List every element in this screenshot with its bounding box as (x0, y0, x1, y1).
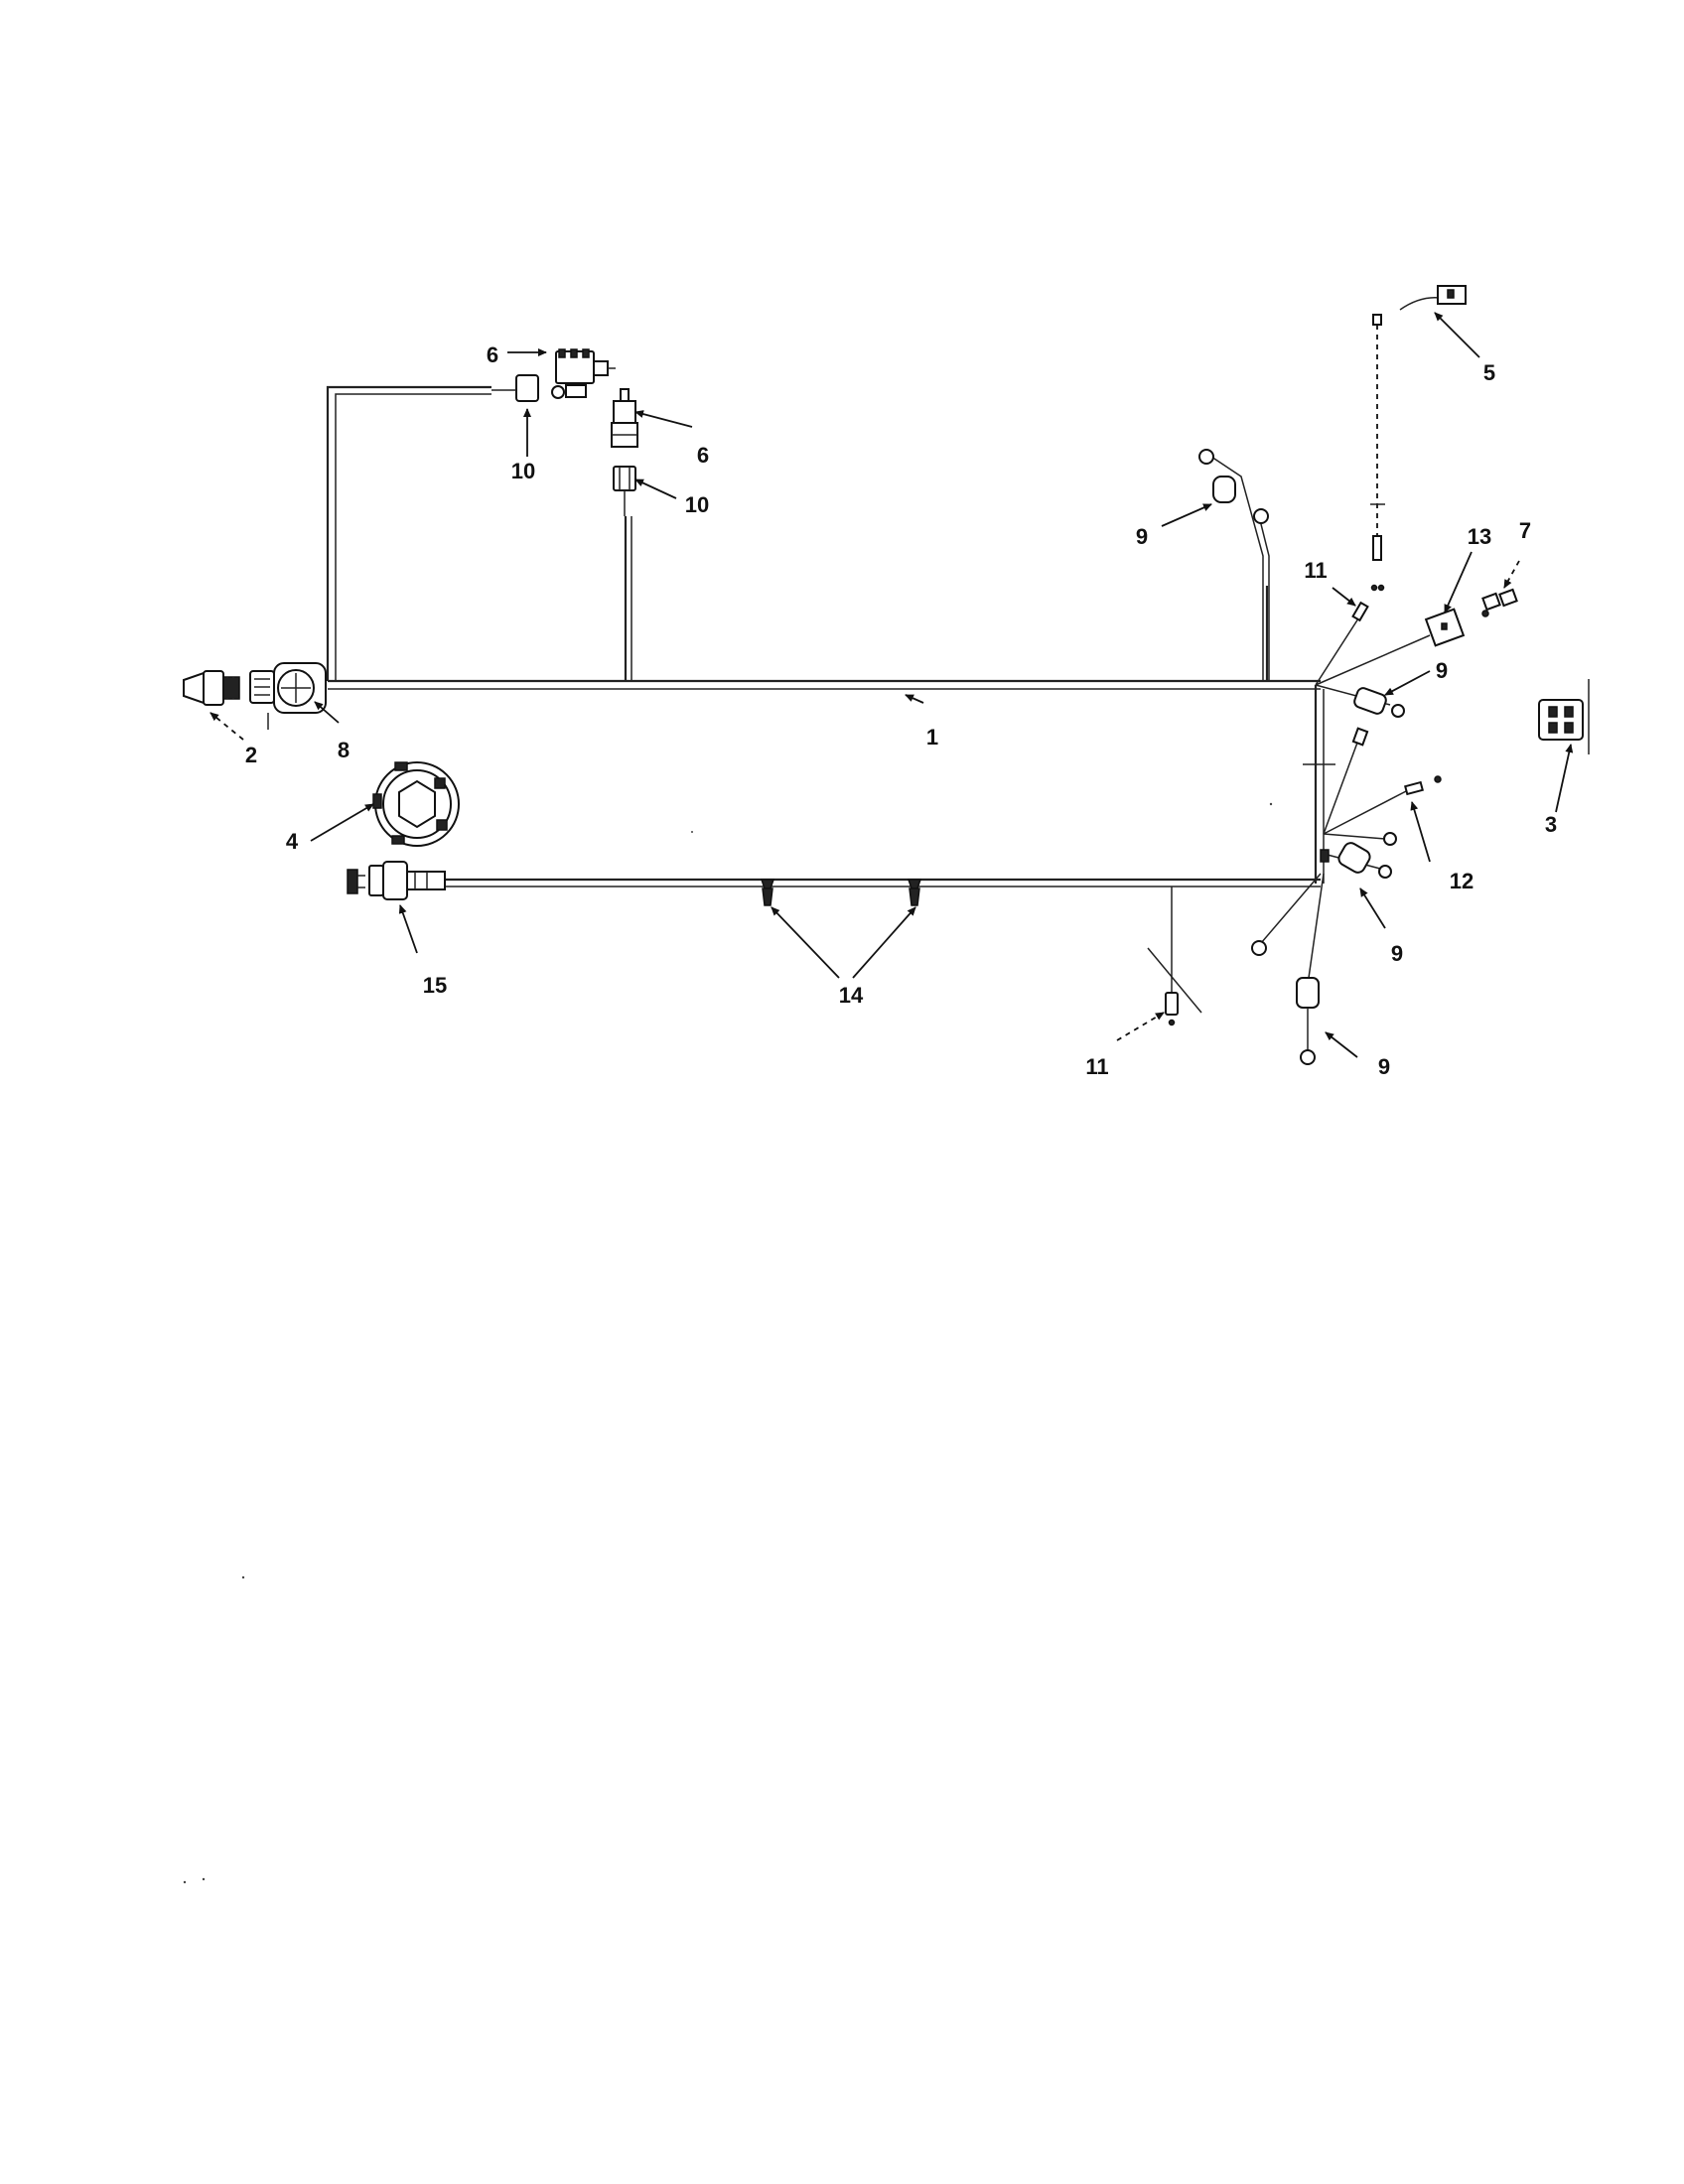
callout-12: 12 (1450, 869, 1474, 893)
part-9-right-lower (1320, 832, 1397, 879)
part-9-upper-ring-terminals (1198, 449, 1270, 681)
callout-6-upper: 6 (487, 342, 498, 367)
callout-15: 15 (423, 973, 447, 998)
callout-8: 8 (338, 738, 350, 762)
callout-9-right-upper: 9 (1436, 658, 1448, 683)
callout-14: 14 (839, 983, 864, 1008)
part-14-clips (760, 879, 922, 906)
right-fan-wires (1260, 614, 1431, 979)
part-3-relay (1538, 679, 1590, 754)
part-10-upper-left (491, 374, 539, 402)
part-12-terminal (1351, 727, 1442, 796)
callout-6-middle: 6 (697, 443, 709, 468)
callout-5: 5 (1483, 360, 1495, 385)
part-11-lower-terminal (1165, 992, 1179, 1026)
part-8-connector (249, 662, 327, 730)
callout-labels: 1 2 3 4 5 6 6 7 8 9 9 9 9 10 10 11 11 12… (245, 342, 1557, 1079)
part-6-upper-left (551, 348, 616, 399)
callout-10-middle: 10 (685, 492, 709, 517)
part-5-bracket (1370, 285, 1467, 561)
part-13-module (1424, 608, 1466, 647)
callout-13: 13 (1468, 524, 1491, 549)
callout-2: 2 (245, 743, 257, 767)
callout-3: 3 (1545, 812, 1557, 837)
callout-11-upper: 11 (1304, 558, 1327, 583)
callout-1: 1 (926, 725, 938, 750)
part-4-round-connector (372, 761, 460, 847)
callout-arrows (210, 312, 1574, 1058)
part-15-connector (347, 861, 446, 900)
part-9-right-upper (1353, 687, 1405, 718)
part-9-bottom (1251, 940, 1320, 1065)
callout-9-bottom: 9 (1378, 1054, 1390, 1079)
main-harness (326, 385, 1335, 1014)
part-6-middle (611, 388, 638, 448)
part-2-switch (183, 670, 240, 706)
scan-specks (183, 802, 1273, 1884)
callout-11-lower: 11 (1085, 1054, 1108, 1079)
part-11-upper-terminal (1351, 584, 1385, 622)
callout-7: 7 (1519, 518, 1531, 543)
part-10-middle (613, 466, 636, 516)
callout-9-right-lower: 9 (1391, 941, 1403, 966)
callout-4: 4 (286, 829, 299, 854)
callout-9-upper: 9 (1136, 524, 1148, 549)
callout-10-upper: 10 (511, 459, 535, 483)
part-7-terminals (1481, 588, 1518, 617)
